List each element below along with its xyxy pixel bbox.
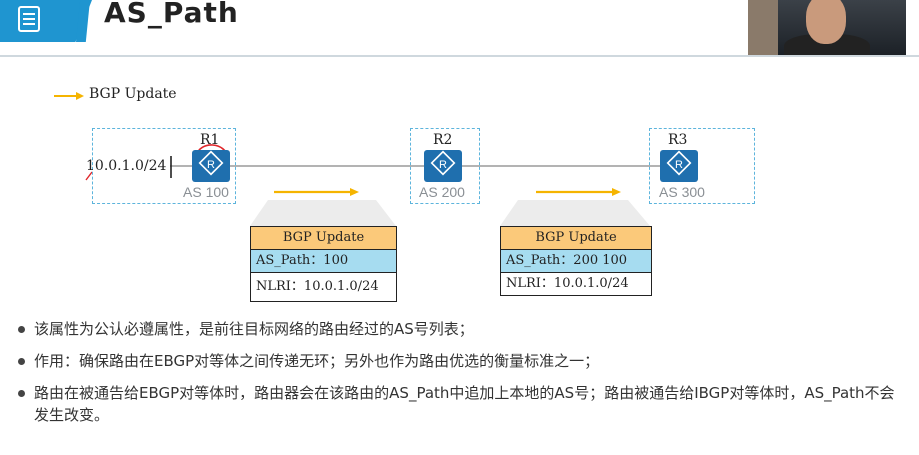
presenter-video [748, 0, 906, 55]
as300-label: AS 300 [659, 184, 705, 200]
router-r1[interactable]: R [192, 150, 230, 182]
as100-boundary [92, 128, 236, 204]
as200-label: AS 200 [419, 184, 465, 200]
bullet-dot [18, 390, 25, 397]
legend-label: BGP Update [89, 86, 177, 102]
topology-links [85, 144, 670, 226]
router-r3-label: R3 [668, 132, 688, 148]
update-header: BGP Update [501, 227, 651, 250]
presenter-body [784, 34, 870, 55]
callout-shade-2 [500, 200, 650, 226]
title-divider [0, 55, 919, 57]
router-icon: R [666, 150, 692, 176]
as300-boundary [649, 128, 755, 204]
svg-text:R: R [675, 159, 683, 171]
background-shelf [748, 0, 778, 55]
router-r1-label: R1 [200, 132, 220, 148]
bgp-update-card-1: BGP Update AS_Path：100 NLRI：10.0.1.0/24 [250, 226, 397, 302]
network-prefix-label: 10.0.1.0/24 [86, 158, 167, 174]
presenter-face [806, 0, 846, 44]
title-badge [0, 0, 92, 42]
title-stripe [76, 0, 90, 42]
callout-shade-1 [250, 200, 396, 226]
red-annotation-tick [85, 171, 93, 181]
bullet-dot [18, 326, 25, 333]
bullet-item: 路由在被通告给EBGP对等体时，路由器会在该路由的AS_Path中追加上本地的A… [16, 382, 906, 426]
bullet-dot [18, 358, 25, 365]
bullet-item: 该属性为公认必遵属性，是前往目标网络的路由经过的AS号列表； [16, 318, 906, 340]
legend-arrow-icon [54, 92, 84, 100]
router-r3[interactable]: R [660, 150, 698, 182]
svg-text:R: R [439, 159, 447, 171]
page-title: AS_Path [104, 0, 239, 29]
router-icon: R [430, 150, 456, 176]
router-icon: R [198, 150, 224, 176]
bullet-item: 作用：确保路由在EBGP对等体之间传递无环；另外也作为路由优选的衡量标准之一； [16, 350, 906, 372]
svg-text:R: R [207, 159, 215, 171]
as-path-row: AS_Path：200 100 [501, 250, 651, 273]
router-r2-label: R2 [433, 132, 453, 148]
router-r2[interactable]: R [424, 150, 462, 182]
bullet-list: 该属性为公认必遵属性，是前往目标网络的路由经过的AS号列表； 作用：确保路由在E… [16, 318, 906, 436]
document-icon [18, 6, 40, 32]
as-path-row: AS_Path：100 [251, 250, 396, 273]
as100-label: AS 100 [183, 184, 229, 200]
nlri-row: NLRI：10.0.1.0/24 [506, 276, 629, 291]
bgp-update-card-2: BGP Update AS_Path：200 100 NLRI：10.0.1.0… [500, 226, 652, 296]
nlri-row: NLRI：10.0.1.0/24 [256, 279, 379, 294]
bullet-text: 路由在被通告给EBGP对等体时，路由器会在该路由的AS_Path中追加上本地的A… [34, 384, 895, 424]
bullet-text: 作用：确保路由在EBGP对等体之间传递无环；另外也作为路由优选的衡量标准之一； [34, 352, 600, 370]
bullet-text: 该属性为公认必遵属性，是前往目标网络的路由经过的AS号列表； [34, 320, 474, 338]
update-header: BGP Update [251, 227, 396, 250]
as200-boundary [410, 128, 480, 204]
